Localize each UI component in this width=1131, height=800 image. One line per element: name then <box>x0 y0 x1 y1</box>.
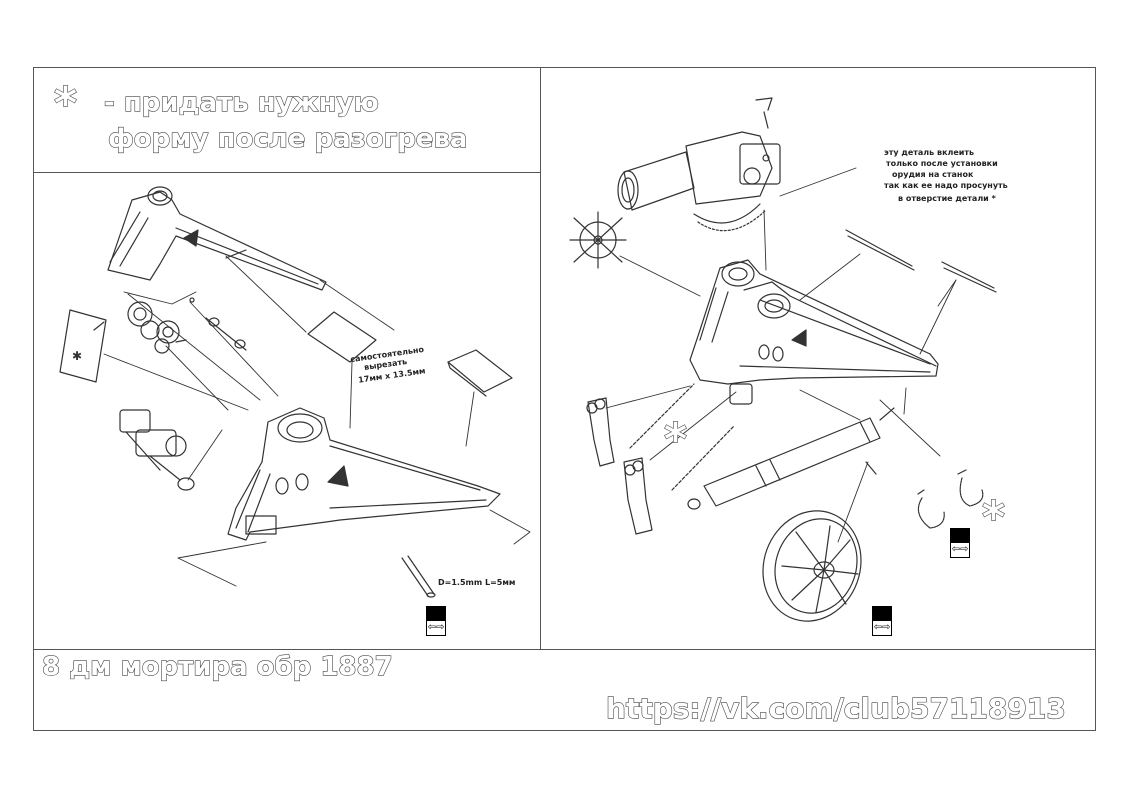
glue-note-line-1: эту деталь вклеить <box>884 148 975 157</box>
footer-title: 8 дм мортира обр 1887 <box>41 651 393 682</box>
left-rod-part <box>401 555 436 598</box>
right-handwheel-part <box>569 211 627 269</box>
left-assembled-frame <box>227 407 501 541</box>
right-leader-lines <box>605 167 957 543</box>
arrow-pair-icon: ⇦⇨ <box>427 622 445 633</box>
svg-text:✱: ✱ <box>72 349 82 363</box>
left-gears-part <box>127 301 187 354</box>
mirror-badge-left: ⇦⇨ <box>426 606 446 636</box>
legend-line-1: - придать нужную <box>103 87 379 118</box>
footer-divider <box>33 649 1096 650</box>
legend-divider <box>33 172 540 173</box>
right-asterisk-left: * <box>663 414 688 465</box>
legend-line-2: форму после разогрева <box>107 123 468 154</box>
right-wheel-part <box>762 510 862 622</box>
mirror-badge-center: ⇦⇨ <box>950 528 970 558</box>
right-brackets-part <box>586 397 653 535</box>
left-leader-lines <box>103 255 531 587</box>
sheet-frame <box>33 67 1096 731</box>
rod-dimension-note: D=1.5mm L=5мм <box>438 578 516 587</box>
legend-asterisk: * <box>53 78 78 129</box>
mirror-badge-bottom-fill <box>873 607 891 621</box>
right-hooks-part <box>917 469 984 529</box>
right-chains-part <box>629 383 735 491</box>
arrow-pair-icon: ⇦⇨ <box>951 544 969 555</box>
right-cylinder-part <box>687 407 895 510</box>
left-axle-part <box>189 297 247 351</box>
left-mechanism-part <box>119 409 195 491</box>
right-asterisk-right: * <box>981 492 1006 543</box>
glue-note-line-5: в отверстие детали * <box>898 194 996 203</box>
mirror-badge-center-fill <box>951 529 969 543</box>
footer-url: https://vk.com/club57118913 <box>605 691 1066 725</box>
left-frame-part <box>107 186 327 291</box>
right-carriage-part <box>689 259 939 405</box>
glue-note-line-2: только после установки <box>886 159 998 168</box>
left-strip-part <box>447 349 513 397</box>
glue-note-line-4: так как ее надо просунуть <box>884 181 1008 190</box>
right-springs-part <box>845 229 997 293</box>
glue-note-line-3: орудия на станок <box>892 170 974 179</box>
vertical-divider <box>540 67 541 649</box>
left-sheet-part <box>307 311 377 363</box>
arrow-pair-icon: ⇦⇨ <box>873 622 891 633</box>
mirror-badge-bottom: ⇦⇨ <box>872 606 892 636</box>
left-plate-part: ✱ <box>59 309 107 383</box>
right-barrel-part <box>617 97 781 232</box>
mirror-badge-left-fill <box>427 607 445 621</box>
